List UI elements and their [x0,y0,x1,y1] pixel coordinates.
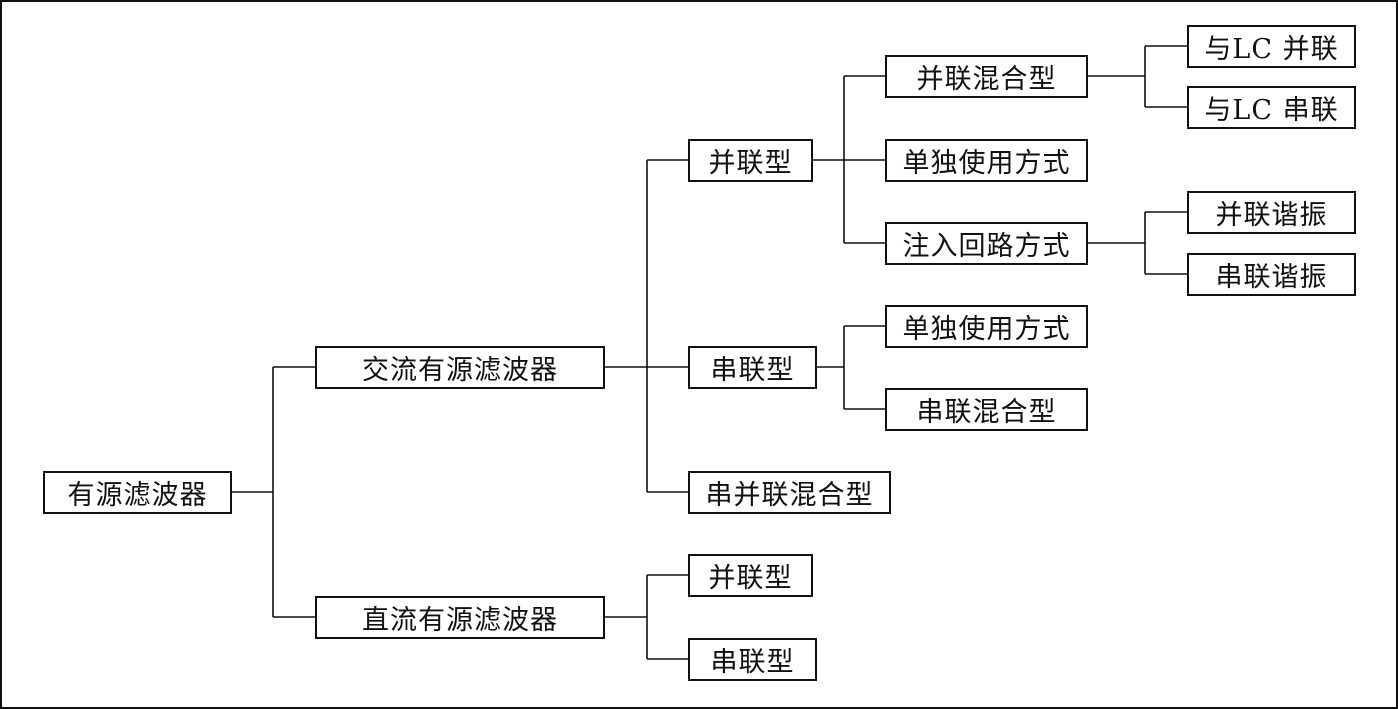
node-injection-circuit: 注入回路方式 [885,222,1088,265]
node-dc-parallel-type: 并联型 [688,554,813,597]
node-ac-active-filter: 交流有源滤波器 [315,346,605,389]
node-parallel-standalone: 单独使用方式 [885,139,1088,182]
node-ac-series-type: 串联型 [688,346,817,389]
node-series-mixed: 串联混合型 [885,388,1088,431]
node-parallel-mixed: 并联混合型 [885,55,1088,98]
node-parallel-resonance: 并联谐振 [1187,191,1356,234]
node-with-lc-series: 与LC 串联 [1187,86,1356,129]
node-with-lc-parallel: 与LC 并联 [1187,25,1356,68]
node-ac-parallel-type: 并联型 [688,139,813,182]
node-dc-active-filter: 直流有源滤波器 [315,596,605,639]
node-series-standalone: 单独使用方式 [885,305,1088,348]
node-active-filter: 有源滤波器 [43,471,232,514]
node-dc-series-type: 串联型 [688,638,817,681]
node-series-resonance: 串联谐振 [1187,253,1356,296]
node-ac-series-parallel-mixed: 串并联混合型 [688,471,891,514]
